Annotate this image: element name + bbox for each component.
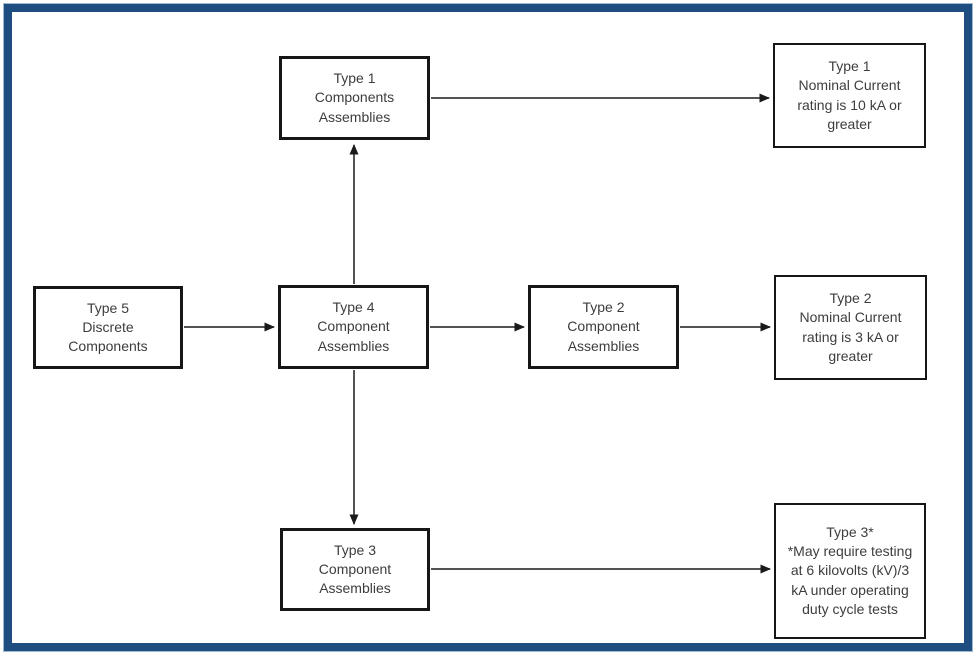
node-type1-nominal-current: Type 1 Nominal Current rating is 10 kA o… [773,43,926,148]
node-type3-testing-note: Type 3* *May require testing at 6 kilovo… [774,503,926,639]
node-type1-components-label: Type 1 Components Assemblies [314,70,395,125]
node-type2-component-assemblies: Type 2 Component Assemblies [528,285,679,369]
node-type3-component-assemblies: Type 3 Component Assemblies [280,528,430,611]
node-type3-component-label: Type 3 Component Assemblies [318,541,392,597]
node-type2-nominal-current: Type 2 Nominal Current rating is 3 kA or… [774,275,927,380]
node-type1-components-assemblies: Type 1 Components Assemblies [279,56,430,140]
node-type3-note-label: Type 3* *May require testing at 6 kilovo… [787,523,913,617]
node-type5-discrete-label: Type 5 Discrete Components [68,299,148,355]
node-type1-nominal-label: Type 1 Nominal Current rating is 10 kA o… [797,57,902,132]
node-type4-component-label: Type 4 Component Assemblies [317,299,390,354]
node-type2-component-label: Type 2 Component Assemblies [567,299,640,354]
node-type4-component-assemblies: Type 4 Component Assemblies [278,285,429,369]
node-type5-discrete-components: Type 5 Discrete Components [33,286,183,369]
node-type2-nominal-label: Type 2 Nominal Current rating is 3 kA or… [799,289,902,364]
